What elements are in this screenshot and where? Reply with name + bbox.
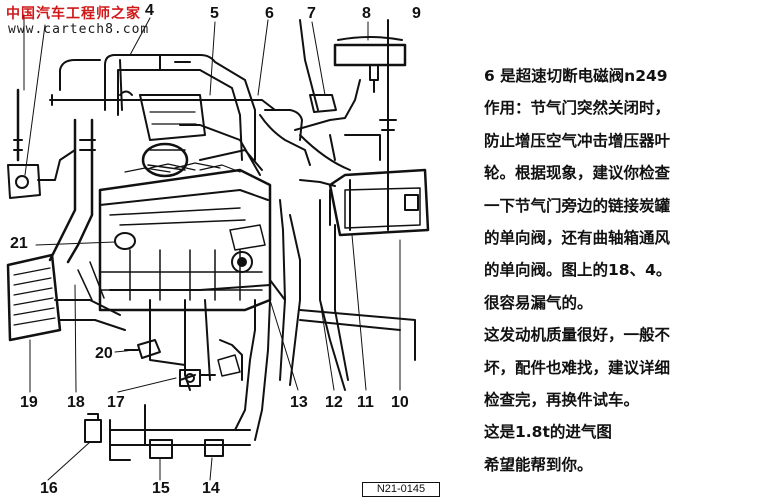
note-line-2: 作用：节气门突然关闭时， (484, 99, 671, 118)
intercooler (6, 253, 126, 342)
callout-16: 16 (40, 480, 58, 497)
lower-components (84, 339, 241, 459)
note-line-13: 希望能帮到你。 (484, 455, 593, 474)
callout-17: 17 (107, 394, 125, 411)
callout-leaders (23, 14, 401, 481)
callout-20: 20 (95, 345, 113, 362)
note-line-4: 轮。根据现象，建议你检查 (484, 164, 671, 183)
note-line-10: 坏，配件也难找，建议详细 (484, 358, 671, 377)
explanation-text: 6 是超速切断电磁阀n249 作用：节气门突然关闭时， 防止增压空气冲击增压器叶… (484, 60, 769, 481)
note-line-3: 防止增压空气冲击增压器叶 (484, 131, 671, 150)
callout-12: 12 (325, 394, 343, 411)
callout-19: 19 (20, 394, 38, 411)
engine-line-drawing (6, 14, 430, 481)
intake-system-diagram: 中国汽车工程师之家 www.cartech8.com 4 5 6 7 8 9 1… (6, 2, 440, 497)
callout-21: 21 (10, 235, 28, 252)
turbocharger (139, 94, 263, 178)
intake-piping (48, 19, 430, 461)
watermark-site-name: 中国汽车工程师之家 (6, 6, 141, 22)
callout-11: 11 (357, 394, 374, 411)
callout-6: 6 (265, 5, 274, 22)
note-line-7: 的单向阀。图上的18、4。 (484, 261, 672, 280)
callout-15: 15 (152, 480, 170, 497)
callout-14: 14 (202, 480, 220, 497)
figure-code: N21-0145 (362, 482, 440, 497)
note-line-8: 很容易漏气的。 (484, 293, 593, 312)
callout-4: 4 (145, 2, 154, 19)
note-line-1: 6 是超速切断电磁阀n249 (484, 67, 668, 85)
callout-5: 5 (210, 5, 219, 22)
note-line-6: 的单向阀，还有曲轴箱通风 (484, 229, 671, 248)
air-filter-canister (333, 36, 407, 93)
note-line-12: 这是1.8t的进气图 (484, 423, 612, 442)
callout-18: 18 (67, 394, 85, 411)
callout-8: 8 (362, 5, 371, 22)
callout-13: 13 (290, 394, 308, 411)
note-line-11: 检查完，再换件试车。 (484, 391, 640, 410)
note-line-9: 这发动机质量很好，一般不 (484, 326, 671, 345)
engine-block (98, 162, 272, 312)
pressure-control-valve (7, 88, 76, 199)
callout-9: 9 (412, 5, 421, 22)
callout-7: 7 (307, 5, 316, 22)
callout-10: 10 (391, 394, 409, 411)
watermark-url: www.cartech8.com (8, 22, 150, 37)
note-line-5: 一下节气门旁边的链接炭罐 (484, 196, 671, 215)
